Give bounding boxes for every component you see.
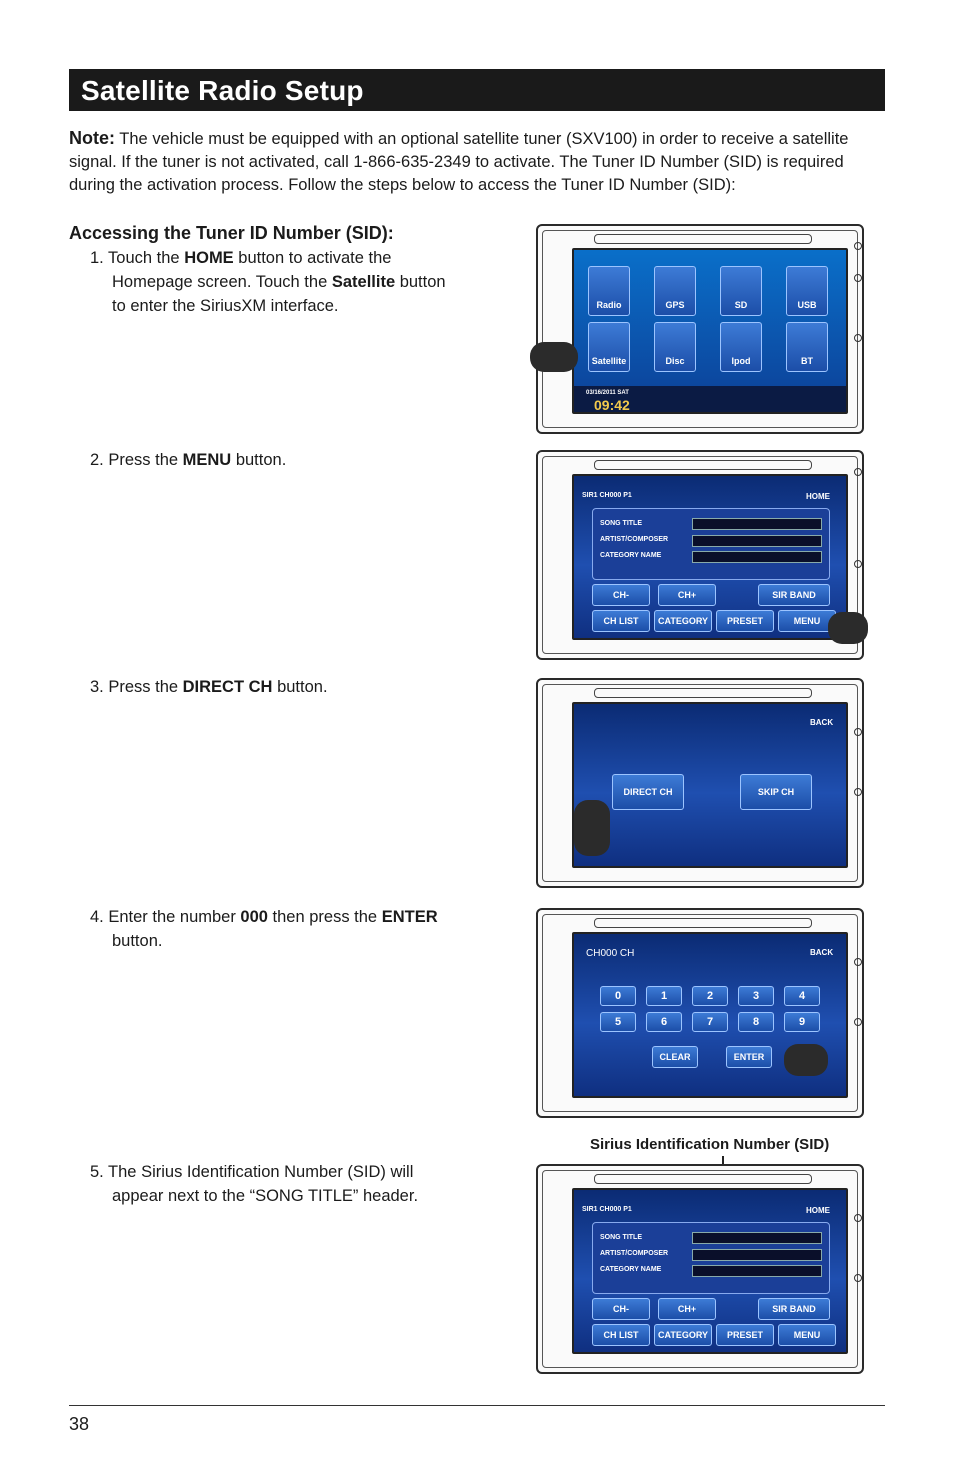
menu-button[interactable]: MENU — [778, 1324, 836, 1346]
sirius-screen-1: SIR1 CH000 P1 HOME SONG TITLE ARTIST/COM… — [572, 474, 848, 640]
note-text: The vehicle must be equipped with an opt… — [69, 130, 849, 194]
step-4: 4. Enter the number 000 then press the E… — [90, 908, 438, 950]
key-8[interactable]: 8 — [738, 1012, 774, 1032]
sid-callout: Sirius Identification Number (SID) — [590, 1136, 830, 1153]
back-button[interactable]: BACK — [810, 718, 834, 727]
pointing-hand-icon — [828, 612, 868, 644]
category-button[interactable]: CATEGORY — [654, 1324, 712, 1346]
device-keypad: CH000 CH BACK 0 1 2 3 4 5 6 7 8 9 CLEAR … — [536, 908, 864, 1118]
title-bar: Satellite Radio Setup — [69, 69, 885, 111]
preset-button[interactable]: PRESET — [716, 610, 774, 632]
pointing-hand-icon — [784, 1044, 828, 1076]
device-direct: BACK DIRECT CH SKIP CH — [536, 678, 864, 888]
ch-minus-button[interactable]: CH- — [592, 584, 650, 606]
key-5[interactable]: 5 — [600, 1012, 636, 1032]
key-1[interactable]: 1 — [646, 986, 682, 1006]
page-title: Satellite Radio Setup — [81, 75, 364, 106]
satellite-button[interactable]: Satellite — [588, 322, 630, 372]
ch-list-button[interactable]: CH LIST — [592, 610, 650, 632]
radio-button[interactable]: Radio — [588, 266, 630, 316]
device-home: Radio GPS SD USB Satellite Disc Ipod BT … — [530, 224, 864, 434]
note-paragraph: Note: The vehicle must be equipped with … — [69, 127, 885, 197]
key-6[interactable]: 6 — [646, 1012, 682, 1032]
gps-button[interactable]: GPS — [654, 266, 696, 316]
clock: 09:42 — [594, 397, 630, 413]
home-screen: Radio GPS SD USB Satellite Disc Ipod BT … — [572, 248, 848, 414]
key-2[interactable]: 2 — [692, 986, 728, 1006]
page-number: 38 — [69, 1414, 90, 1434]
disc-button[interactable]: Disc — [654, 322, 696, 372]
key-4[interactable]: 4 — [784, 986, 820, 1006]
key-3[interactable]: 3 — [738, 986, 774, 1006]
clear-button[interactable]: CLEAR — [652, 1046, 698, 1068]
skip-ch-button[interactable]: SKIP CH — [740, 774, 812, 810]
pointing-hand-icon — [530, 342, 578, 372]
ipod-button[interactable]: Ipod — [720, 322, 762, 372]
pointing-hand-icon — [574, 800, 610, 856]
footer-line — [69, 1405, 885, 1406]
note-label: Note: — [69, 128, 115, 148]
ch-minus-button[interactable]: CH- — [592, 1298, 650, 1320]
sd-button[interactable]: SD — [720, 266, 762, 316]
bt-button[interactable]: BT — [786, 322, 828, 372]
ch-plus-button[interactable]: CH+ — [658, 584, 716, 606]
enter-button[interactable]: ENTER — [726, 1046, 772, 1068]
step-3: 3. Press the DIRECT CH button. — [90, 678, 328, 696]
usb-button[interactable]: USB — [786, 266, 828, 316]
key-9[interactable]: 9 — [784, 1012, 820, 1032]
key-7[interactable]: 7 — [692, 1012, 728, 1032]
sirius-menu-screen: BACK DIRECT CH SKIP CH — [572, 702, 848, 868]
section-heading: Accessing the Tuner ID Number (SID): — [69, 223, 394, 243]
back-button[interactable]: BACK — [810, 948, 834, 957]
ch-list-button[interactable]: CH LIST — [592, 1324, 650, 1346]
direct-ch-button[interactable]: DIRECT CH — [612, 774, 684, 810]
key-0[interactable]: 0 — [600, 986, 636, 1006]
sir-band-button[interactable]: SIR BAND — [758, 1298, 830, 1320]
ch-plus-button[interactable]: CH+ — [658, 1298, 716, 1320]
device-sid: SIR1 CH000 P1 HOME SONG TITLE ARTIST/COM… — [536, 1164, 864, 1374]
preset-button[interactable]: PRESET — [716, 1324, 774, 1346]
sir-band-button[interactable]: SIR BAND — [758, 584, 830, 606]
category-button[interactable]: CATEGORY — [654, 610, 712, 632]
step-5: 5. The Sirius Identification Number (SID… — [90, 1163, 419, 1205]
sirius-screen-2: SIR1 CH000 P1 HOME SONG TITLE ARTIST/COM… — [572, 1188, 848, 1354]
step-1: 1. Touch the HOME button to activate the… — [90, 249, 446, 315]
step-2: 2. Press the MENU button. — [90, 451, 287, 469]
device-menu: SIR1 CH000 P1 HOME SONG TITLE ARTIST/COM… — [536, 450, 868, 660]
